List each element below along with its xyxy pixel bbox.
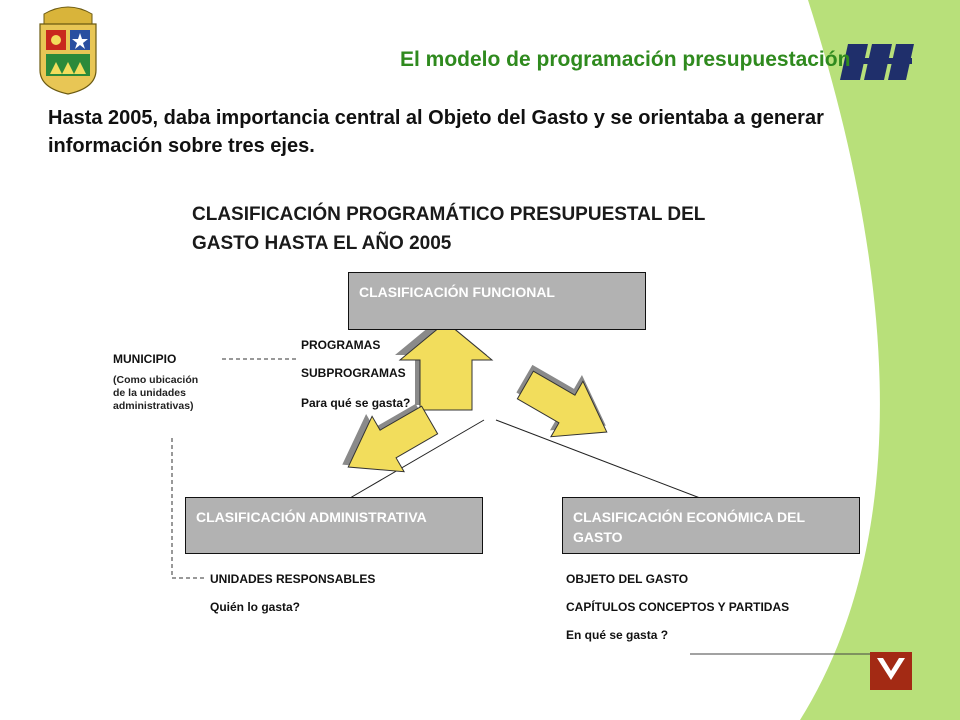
nav-down-icon <box>870 652 912 690</box>
green-side-band <box>800 0 960 720</box>
funcional-item: SUBPROGRAMAS <box>301 366 406 380</box>
page-title: El modelo de programación presupuestació… <box>400 48 851 71</box>
box-clasificacion-economica: CLASIFICACIÓN ECONÓMICA DEL GASTO <box>562 497 860 554</box>
up-arrow-icon <box>395 317 494 411</box>
box-label: CLASIFICACIÓN ECONÓMICA DEL GASTO <box>573 509 805 545</box>
coat-of-arms-icon <box>39 6 97 95</box>
box-clasificacion-funcional: CLASIFICACIÓN FUNCIONAL <box>348 272 646 330</box>
connector-line <box>495 419 701 499</box>
intro-text: Hasta 2005, daba importancia central al … <box>48 107 824 157</box>
box-clasificacion-administrativa: CLASIFICACIÓN ADMINISTRATIVA <box>185 497 483 554</box>
economica-item: CAPÍTULOS CONCEPTOS Y PARTIDAS <box>566 600 790 614</box>
administrativa-item: UNIDADES RESPONSABLES <box>210 572 376 586</box>
municipio-note: (Como ubicación de la unidades administr… <box>113 374 199 412</box>
box-label: CLASIFICACIÓN ADMINISTRATIVA <box>196 509 427 525</box>
sh-logo-icon <box>840 44 914 80</box>
funcional-item: Para qué se gasta? <box>301 396 411 410</box>
down-right-arrow-icon <box>516 364 608 438</box>
diagram-title: CLASIFICACIÓN PROGRAMÁTICO PRESUPUESTAL … <box>192 204 706 254</box>
funcional-item: PROGRAMAS <box>301 338 381 352</box>
economica-item: OBJETO DEL GASTO <box>566 572 689 586</box>
down-left-arrow-icon <box>342 403 439 473</box>
administrativa-item: Quién lo gasta? <box>210 600 301 614</box>
connector-line <box>349 419 485 499</box>
economica-item: En qué se gasta ? <box>566 628 669 642</box>
municipio-label: MUNICIPIO <box>113 352 177 366</box>
box-label: CLASIFICACIÓN FUNCIONAL <box>359 284 555 300</box>
